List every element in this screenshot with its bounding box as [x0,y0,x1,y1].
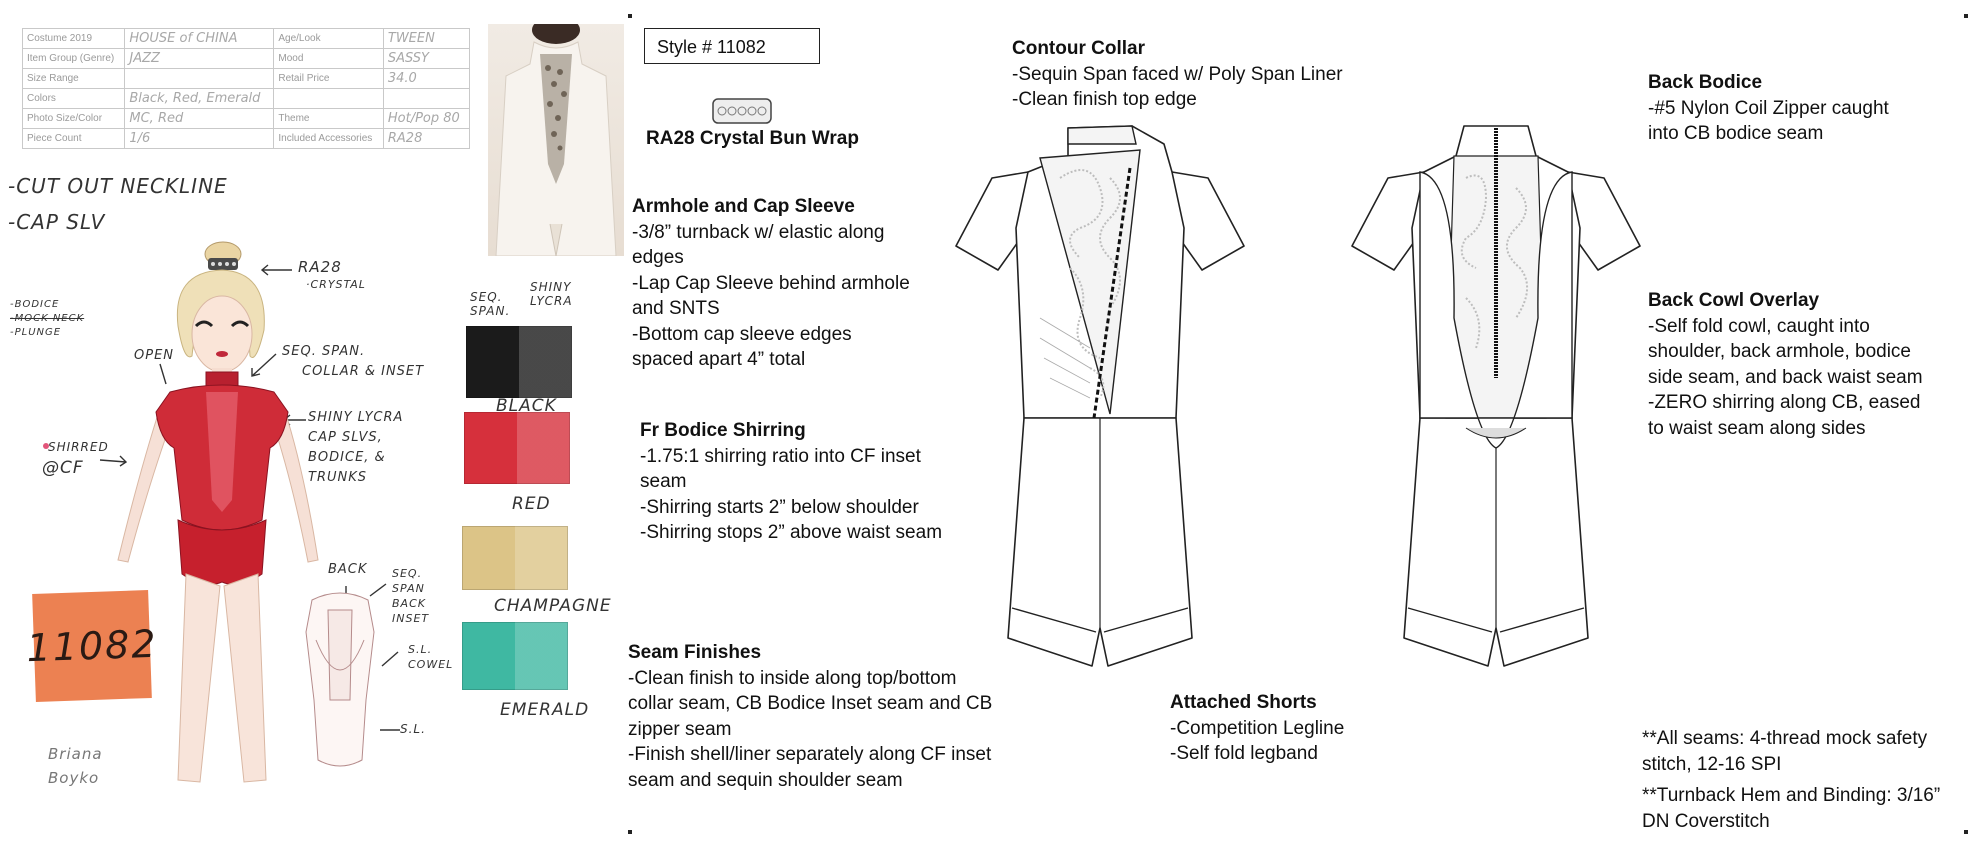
note-crystal: ·CRYSTAL [306,278,366,291]
swatch-label-red: RED [512,494,551,514]
note-sl: S.L. [400,722,426,736]
note-seq-span-collar: SEQ. SPAN. COLLAR & INSET [282,344,425,379]
swatch-emerald [462,622,568,690]
note-sl-cowl: S.L. COWEL [408,643,454,671]
inspiration-photo [488,24,624,256]
spec-label: Piece Count [21,128,126,149]
note-cap-sleeve: -CAP SLV [8,210,106,234]
style-number-badge: 11082 [26,590,158,702]
spec-value: RA28 [382,128,471,149]
section-seam-notes: **All seams: 4-thread mock safety stitch… [1642,728,1941,832]
note-open: OPEN [134,348,175,363]
note-ra28: RA28 [298,258,342,276]
figure-sketch [43,241,400,783]
note-bodice-options: -BODICE -MOCK NECK -PLUNGE [10,299,85,338]
section-bodice-shirring: Fr Bodice Shirring -1.75:1 shirring rati… [640,420,943,543]
front-flat-sketch [955,125,1245,667]
note-shirred: SHIRRED [48,440,109,454]
swatch-header-seq-span: SEQ. SPAN. [470,290,511,318]
swatch-champagne [462,526,568,590]
section-back-bodice: Back Bodice -#5 Nylon Coil Zipper caught… [1648,72,1889,144]
spec-value: TWEEN [382,28,471,49]
spec-value: 34.0 [382,68,471,89]
style-number-badge-text: 11082 [25,621,159,671]
swatch-black [466,326,572,398]
swatch-header-shiny-lycra: SHINY LYCRA [530,280,573,308]
section-armhole-cap-sleeve: Armhole and Cap Sleeve -3/8” turnback w/… [632,196,910,370]
swatch-label-emerald: EMERALD [500,700,590,720]
back-flat-sketch [1351,125,1641,667]
bun-wrap-icon [712,98,772,124]
section-contour-collar: Contour Collar -Sequin Span faced w/ Pol… [1012,38,1343,110]
section-title: Armhole and Cap Sleeve [632,196,855,217]
spec-value: SASSY [382,48,471,69]
swatch-label-champagne: CHAMPAGNE [494,596,612,616]
swatch-red [464,412,570,484]
style-number-box: Style # 11082 [644,28,820,64]
note-back: BACK [328,562,368,577]
note-at-cf: @CF [42,458,84,478]
section-back-cowl-overlay: Back Cowl Overlay -Self fold cowl, caugh… [1648,290,1923,439]
designer-signature: Briana Boyko [48,745,103,787]
swatch-label-black: BLACK [496,396,557,416]
section-attached-shorts: Attached Shorts -Competition Legline -Se… [1170,692,1345,764]
note-shiny-lycra: SHINY LYCRA CAP SLVS, BODICE, & TRUNKS [308,410,404,485]
spec-value: 1/6 [124,128,275,149]
note-back-inset: SEQ. SPAN BACK INSET [392,567,430,625]
note-cutout-neckline: -CUT OUT NECKLINE [8,174,228,198]
accessory-title: RA28 Crystal Bun Wrap [646,128,859,149]
section-seam-finishes: Seam Finishes -Clean finish to inside al… [628,642,993,791]
